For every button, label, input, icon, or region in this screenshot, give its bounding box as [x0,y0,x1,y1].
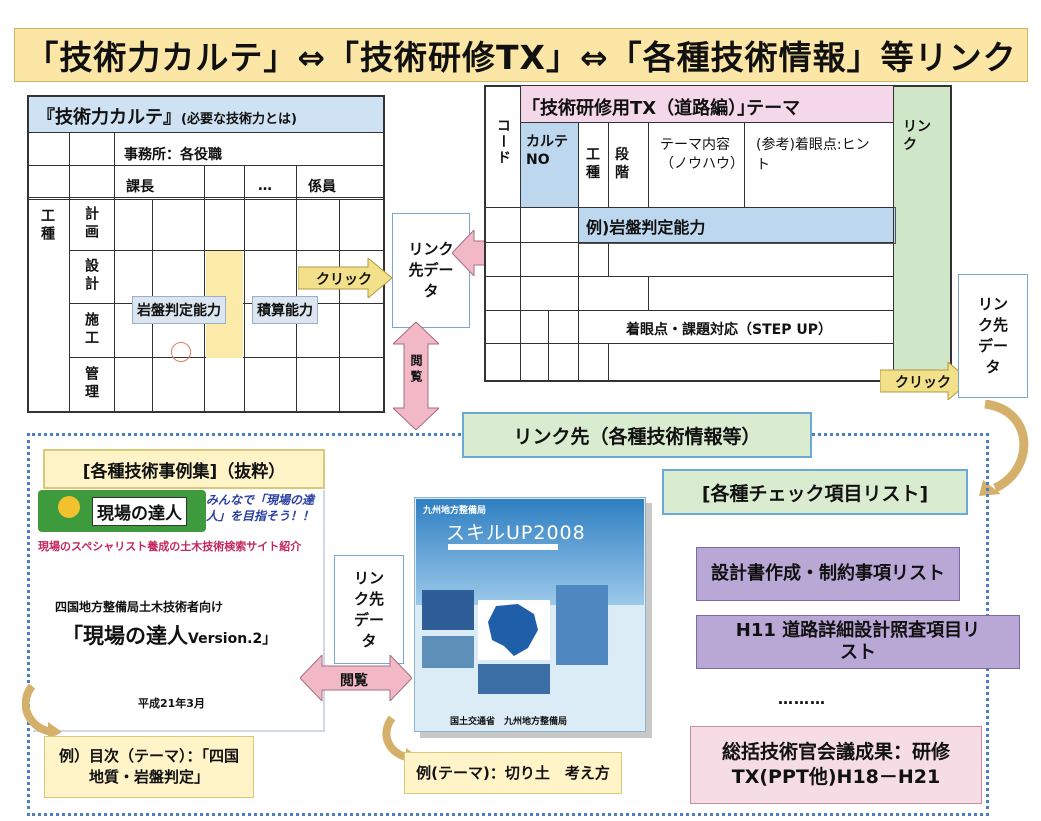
list-item-design[interactable]: 設計書作成・制約事項リスト [696,547,960,601]
click-label-left: クリック [316,272,372,288]
photo-1 [422,590,474,630]
genba-slogan: みんなで「現場の達人」を目指そう！！ [206,493,315,524]
genba-mascot-icon [58,496,80,518]
col-ellipsis: … [258,178,272,194]
list-more-dots: ……… [778,690,826,708]
link-data-box-2[interactable]: リンク先データ [958,274,1028,398]
photo-3 [556,585,608,665]
skillup-org: 九州地方整備局 [423,506,487,516]
genba-logo: 現場の達人 [92,497,187,526]
curve-arrow-left [22,684,62,740]
browse-arrow-lower[interactable] [300,655,412,701]
example-label: 例)岩盤判定能力 [586,218,706,237]
curve-arrow-right [979,400,1029,496]
col-code: コード [495,118,511,166]
chip-sekisan[interactable]: 積算能力 [252,296,318,324]
photo-4 [478,664,550,694]
cases-title: [各種技術事例集]（抜粋） [43,449,325,489]
karte-no-band [520,123,578,207]
col-dankai: 段階 [615,147,629,182]
row-sekkei: 設計 [83,258,99,294]
browse-arrow-v[interactable] [393,322,439,430]
photo-2 [422,636,474,668]
karte-subtitle: (必要な技術力とは) [181,112,297,127]
click-label-right: クリック [895,375,951,391]
check-list-title: [各種チェック項目リスト] [662,469,968,515]
note-mokuji-text: 例）目次（テーマ）：「四国地質・岩盤判定」 [59,747,240,786]
browse-label-v: 閲覧 [409,354,423,386]
circle-mark [171,342,191,362]
genba-date: 平成21年3月 [138,697,205,710]
row-keikaku: 計画 [83,206,99,242]
row-seko: 施工 [83,312,99,348]
link-dest-header: リンク先（各種技術情報等） [462,412,812,458]
office-label: 事務所：各役職 [124,147,222,163]
row-group-kosyu: 工種 [39,208,55,244]
tx-title: ｢技術研修用TX（道路編）｣テーマ [520,85,894,123]
link-data-text-2: リンク先データ [977,295,1008,376]
col-karte-no: カルテNO [526,134,568,168]
col-kosyu: 工種 [586,147,600,182]
genba-title: 「現場の達人Version.2」 [62,620,276,650]
karte-title: 『技術力カルテ』(必要な技術力とは) [29,97,383,133]
row-kanri: 管理 [83,366,99,402]
genba-version: Version.2」 [188,631,277,647]
skillup-title: スキルUP2008 [446,522,586,544]
skillup-footer: 国土交通省 九州地方整備局 [450,717,568,727]
skillup-subbar [448,544,558,550]
chip-ganban[interactable]: 岩盤判定能力 [132,296,226,324]
link-data-text-1: リンク先データ [408,240,454,300]
genba-org: 四国地方整備局土木技術者向け [55,600,224,614]
col-kacho: 課長 [126,179,154,195]
list-item-summary[interactable]: 総括技術官会議成果：研修TX(PPT他)H18－H21 [690,726,982,804]
kyushu-map [478,600,550,660]
link-data-box-3[interactable]: リンク先データ [334,555,404,664]
genba-title-text: 「現場の達人 [62,624,188,648]
browse-label-lower: 閲覧 [340,673,368,689]
col-hint: (参考)着眼点:ヒント [756,137,870,173]
col-kakari: 係員 [308,179,336,195]
link-data-text-3: リンク先データ [353,568,384,650]
list-item-road[interactable]: H11 道路詳細設計照査項目リスト [696,615,1020,669]
tx-link-column [893,87,950,380]
col-link: リンク [903,119,931,154]
karte-title-text: 『技術力カルテ』 [37,107,181,128]
col-theme: テーマ内容（ノウハウ） [660,137,744,172]
note-theme: 例(テーマ)：切り土 考え方 [404,752,622,794]
note-mokuji: 例）目次（テーマ）：「四国地質・岩盤判定」 [44,736,254,798]
genba-desc: 現場のスペシャリスト養成の土木技術検索サイト紹介 [38,540,302,553]
page-title: 「技術力カルテ」⇔「技術研修TX」⇔「各種技術情報」等リンク [14,28,1028,82]
click-arrow-left[interactable] [298,258,394,298]
step-up-label: 着眼点・課題対応（STEP UP） [626,322,832,338]
